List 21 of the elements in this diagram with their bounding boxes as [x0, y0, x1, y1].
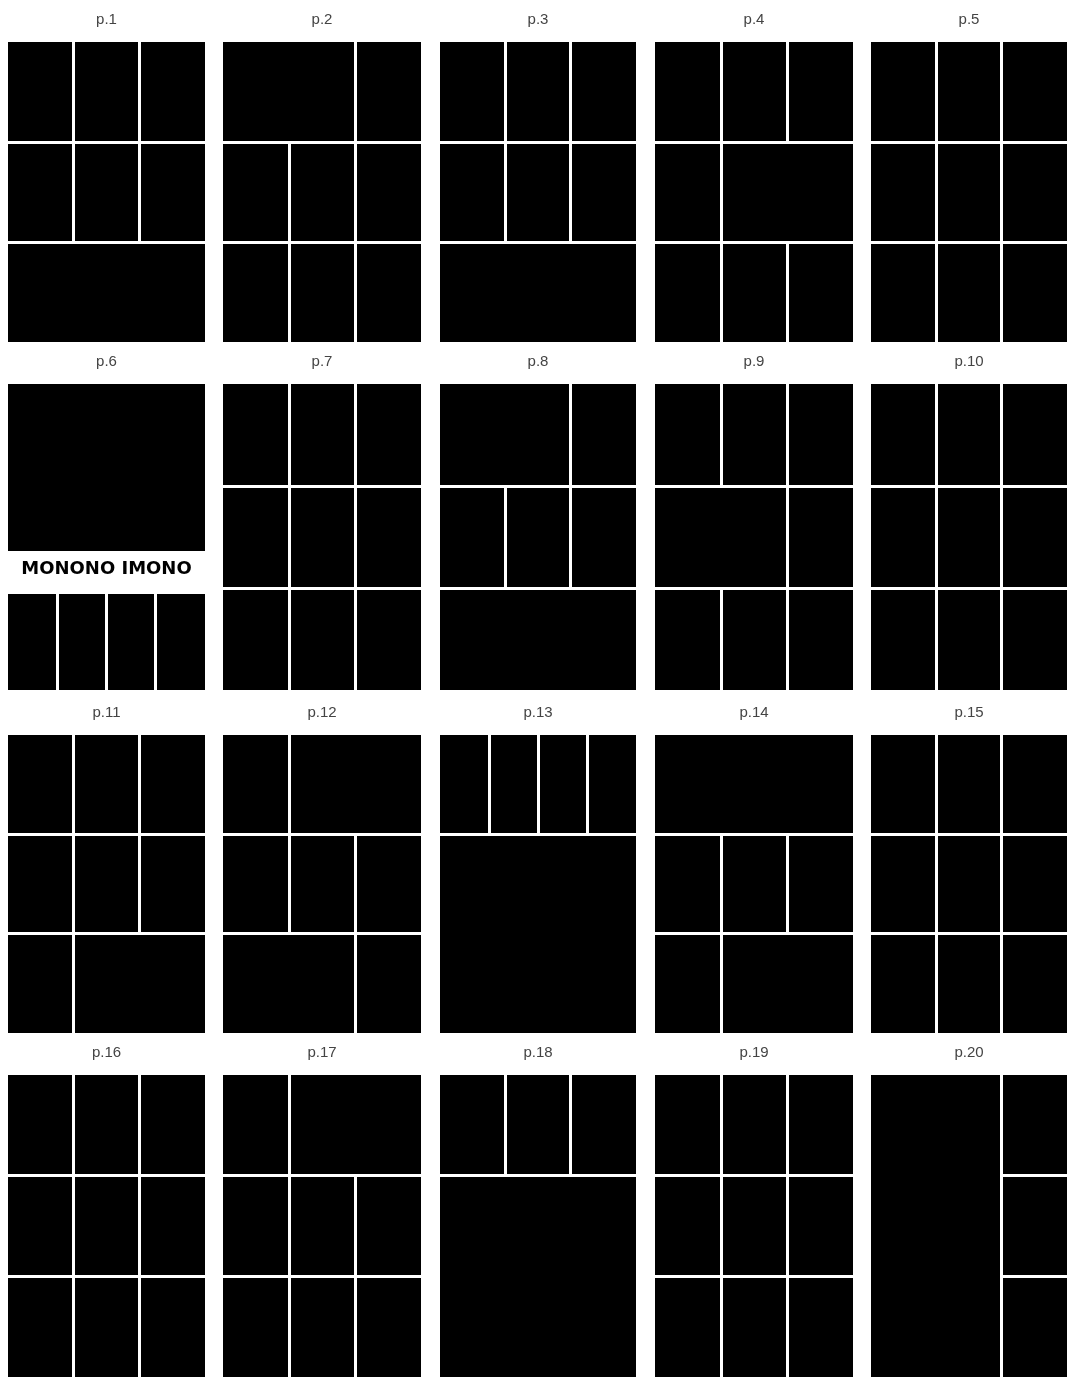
page-number: p.10 — [953, 352, 985, 369]
title-text: MONONO IMONO — [20, 556, 193, 578]
page-number: p.14 — [738, 703, 770, 720]
page-number: p.1 — [95, 10, 118, 27]
page-number: p.18 — [522, 1043, 554, 1060]
page-number: p.16 — [90, 1043, 123, 1060]
page-number: p.5 — [957, 10, 981, 27]
page-number: p.17 — [306, 1043, 338, 1060]
page-number: p.9 — [742, 352, 766, 369]
page-number: p.3 — [526, 10, 550, 27]
page-number: p.7 — [310, 352, 334, 369]
page-number: p.15 — [953, 703, 985, 720]
page-number: p.12 — [306, 703, 338, 720]
page-number: p.13 — [522, 703, 554, 720]
page-number: p.4 — [742, 10, 766, 27]
page-number: p.20 — [953, 1043, 985, 1060]
page-number: p.8 — [526, 352, 550, 369]
page-number: p.19 — [738, 1043, 770, 1060]
page-number: p.11 — [91, 703, 122, 720]
page-number: p.6 — [95, 352, 118, 369]
page-number: p.2 — [310, 10, 334, 27]
